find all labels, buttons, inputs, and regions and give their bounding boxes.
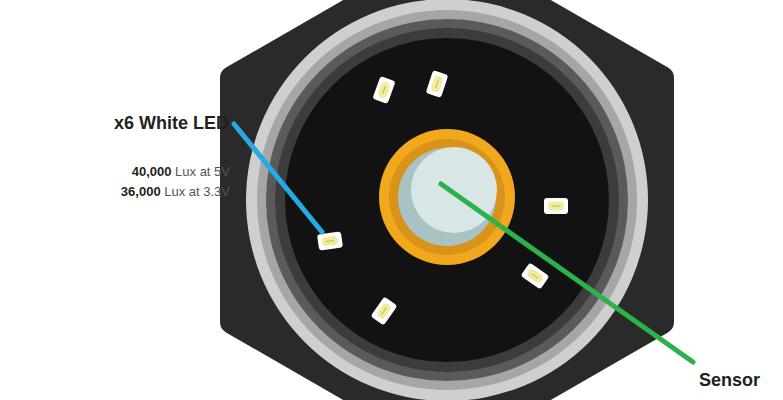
white-led [372,76,395,104]
led-mark [552,206,560,207]
spec-note: 36,000 Lux at 3.3V [121,184,230,199]
white-led [426,70,449,98]
led-mark [326,240,334,241]
sensor-ring-inner [389,139,505,255]
sensor-lens [398,148,496,246]
leader-line [234,124,322,232]
ring [275,28,619,372]
led-body [544,198,568,214]
white-led [521,263,550,290]
callout-label: Sensor [699,370,760,391]
sensor-ring [379,129,515,265]
led-die [321,235,338,246]
led-body [372,76,395,104]
led-mark [382,308,387,315]
leader-line [441,184,693,362]
ring [257,10,637,390]
outer-ring [246,0,648,400]
face [285,38,609,362]
ring [266,19,628,381]
led-die [430,75,444,93]
led-mark [532,274,539,279]
led-body [521,263,550,290]
led-die [526,268,544,285]
callout-label: x6 White LED [114,113,229,134]
white-led [317,231,343,250]
led-mark [436,80,438,88]
led-die [376,302,393,320]
sensor-highlight [411,147,497,233]
white-led [371,297,398,326]
led-die [377,81,391,99]
led-mark [383,86,386,94]
led-group [317,70,568,325]
hex-nut [232,0,662,400]
led-body [317,231,343,250]
spec-note: 40,000 Lux at 5V [132,164,230,179]
white-led [544,198,568,214]
led-body [371,297,398,326]
led-die [548,202,564,211]
led-body [426,70,449,98]
